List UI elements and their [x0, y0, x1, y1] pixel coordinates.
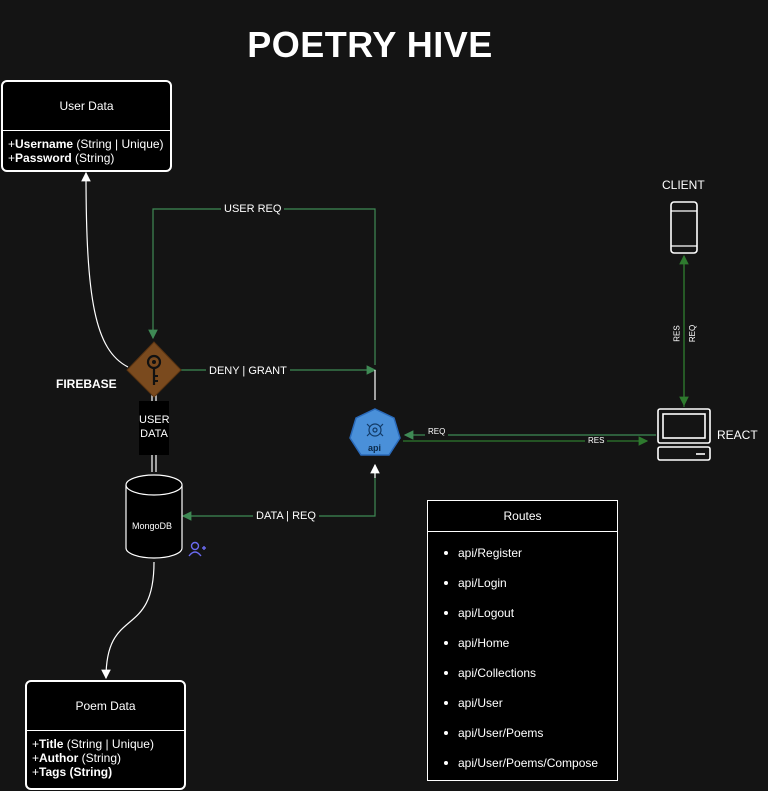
route-item: api/Home [444, 628, 617, 658]
edge-label-data-req: DATA | REQ [253, 510, 319, 523]
poem-data-field: +Author (String) [32, 751, 122, 765]
edge-mongodb-poemdata [101, 561, 155, 680]
client-label: CLIENT [662, 178, 705, 192]
route-item: api/Collections [444, 658, 617, 688]
edge-label-user-req: USER REQ [221, 203, 285, 216]
edge-label-deny-grant: DENY | GRANT [206, 365, 290, 378]
routes-panel: Routes api/Register api/Login api/Logout… [427, 500, 618, 781]
route-item: api/User [444, 688, 617, 718]
edge-label-user-data: USER DATA [139, 401, 170, 455]
firebase-label: FIREBASE [56, 377, 117, 391]
mongodb-cylinder-icon [125, 474, 183, 559]
edge-firebase-userdata [81, 171, 129, 368]
edge-user-req [148, 208, 376, 365]
page-title: POETRY HIVE [247, 24, 493, 65]
user-data-field: +Password (String) [8, 151, 115, 165]
react-label: REACT [717, 428, 758, 442]
key-icon [146, 354, 162, 385]
edge-label-res-api: RES [585, 436, 608, 446]
edge-data-req [181, 465, 376, 521]
routes-header: Routes [428, 501, 617, 532]
poem-data-fields: +Title (String | Unique) +Author (String… [27, 731, 184, 785]
route-item: api/Login [444, 568, 617, 598]
poem-data-header: Poem Data [27, 682, 184, 731]
edge-label-req-client: REQ [688, 324, 698, 343]
route-item: api/Logout [444, 598, 617, 628]
mongodb-label: MongoDB [132, 521, 173, 531]
user-data-entity: User Data +Username (String | Unique) +P… [1, 80, 172, 172]
poem-data-entity: Poem Data +Title (String | Unique) +Auth… [25, 680, 186, 790]
add-user-icon [188, 541, 206, 557]
user-data-fields: +Username (String | Unique) +Password (S… [3, 131, 170, 170]
firebase-diamond-icon [126, 341, 182, 398]
user-data-header: User Data [3, 82, 170, 131]
poem-data-field: +Tags (String) [32, 765, 113, 779]
api-label: api [368, 443, 382, 453]
route-item: api/User/Poems [444, 718, 617, 748]
phone-icon [670, 201, 698, 254]
route-item: api/User/Poems/Compose [444, 748, 617, 778]
edge-label-req-api: REQ [425, 427, 449, 437]
edge-label-res-client: RES [672, 325, 682, 342]
route-item: api/Register [444, 538, 617, 568]
poem-data-field: +Title (String | Unique) [32, 737, 154, 751]
user-data-field: +Username (String | Unique) [8, 137, 164, 151]
computer-icon [657, 408, 711, 461]
api-gateway-icon [349, 408, 401, 456]
